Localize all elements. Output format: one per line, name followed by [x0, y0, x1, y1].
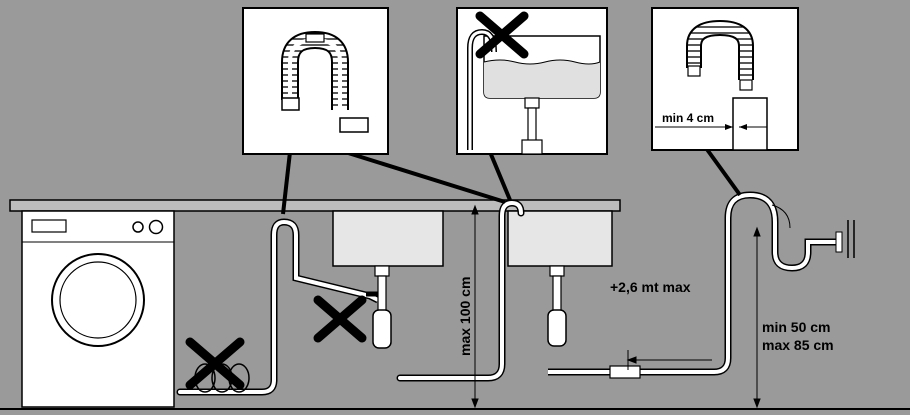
dimension-max-100 — [471, 204, 479, 409]
hose-hook-icon — [281, 30, 369, 133]
countertop — [9, 199, 621, 212]
panel-standpipe-gap: min 4 cm — [651, 7, 799, 151]
wrong-cross-icon — [185, 337, 245, 390]
label-min-height: min 50 cm — [762, 319, 830, 335]
panel-hose-hook — [242, 7, 389, 155]
drain-hose-left — [176, 218, 300, 396]
sink-icon — [507, 210, 613, 347]
dimension-length — [626, 350, 712, 370]
standpipe-icon — [548, 191, 855, 379]
label-min-gap: min 4 cm — [662, 111, 714, 125]
washing-machine-icon — [21, 210, 175, 408]
label-max-height-standpipe: max 85 cm — [762, 337, 834, 353]
wrong-cross-icon — [475, 11, 529, 59]
label-max-length: +2,6 mt max — [610, 279, 691, 295]
label-max-height: max 100 cm — [457, 277, 473, 356]
dimension-standpipe-height — [753, 226, 761, 409]
callout-lines — [281, 146, 742, 215]
sink-icon — [332, 210, 444, 349]
wrong-cross-icon — [313, 295, 367, 343]
panel-sink-wrong — [456, 7, 608, 155]
